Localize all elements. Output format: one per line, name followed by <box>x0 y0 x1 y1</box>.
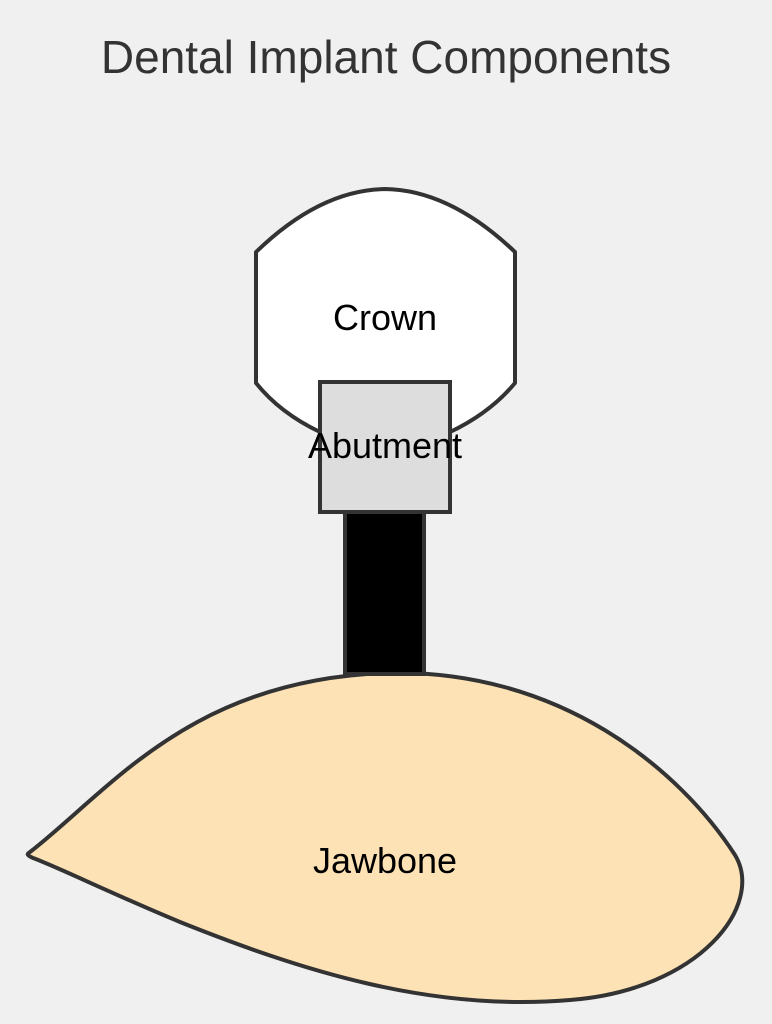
abutment-shape <box>318 380 452 514</box>
abutment-label: Abutment <box>308 425 462 466</box>
crown-label: Crown <box>333 297 437 338</box>
diagram-title: Dental Implant Components <box>101 31 671 83</box>
jawbone-label: Jawbone <box>313 840 457 881</box>
crown-shape <box>254 187 517 434</box>
jawbone-shape <box>25 670 745 1005</box>
implant-post-shape <box>343 510 426 676</box>
